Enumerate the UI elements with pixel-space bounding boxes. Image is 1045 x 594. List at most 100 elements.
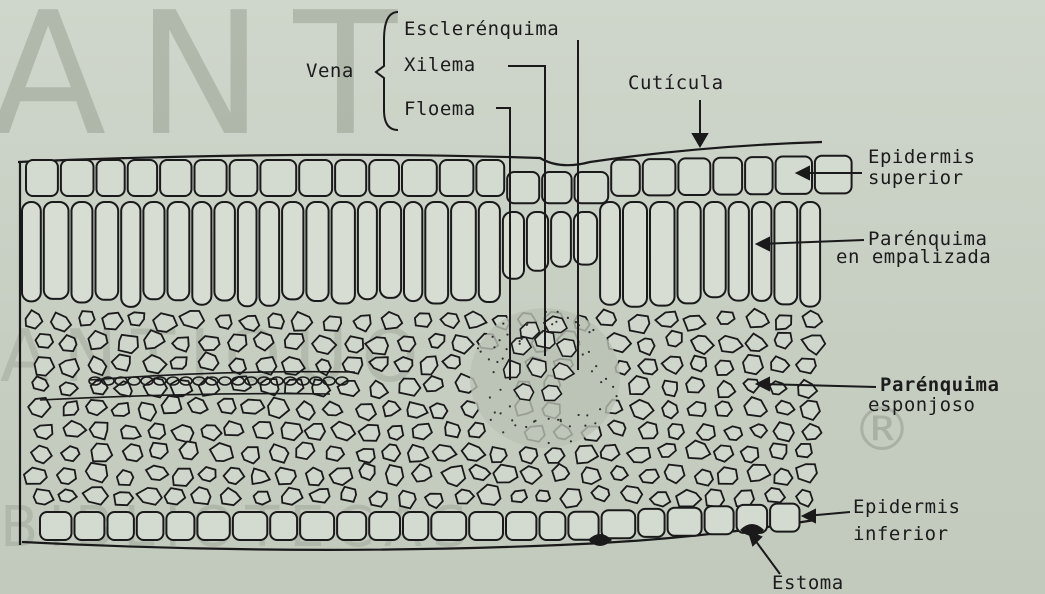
- epidermis-cell: [128, 160, 157, 196]
- spongy-layer: [24, 309, 825, 509]
- label-parenquima-empalizada-2: en empalizada: [836, 248, 991, 267]
- label-parenquima-esponjoso-2: esponjoso: [868, 396, 975, 415]
- spongy-cell: [268, 313, 284, 328]
- epidermis-cell: [402, 160, 437, 196]
- spongy-cell: [608, 421, 625, 436]
- spongy-cell: [28, 398, 50, 417]
- spongy-cell: [282, 488, 303, 505]
- spongy-cell: [34, 489, 54, 505]
- phloem-dot: [557, 311, 559, 313]
- lower-epidermis-cell: [233, 512, 267, 540]
- spongy-cell: [741, 447, 759, 463]
- phloem-dot: [548, 442, 550, 444]
- label-epidermis-superior-1: Epidermis: [868, 148, 975, 167]
- spongy-cell: [676, 490, 701, 507]
- palisade-cell: [678, 202, 701, 303]
- phloem-dot: [592, 329, 594, 331]
- spongy-cell: [421, 356, 438, 374]
- spongy-cell: [36, 334, 54, 348]
- label-cuticula: Cutícula: [628, 74, 724, 93]
- spongy-cell: [658, 444, 676, 457]
- spongy-cell: [469, 465, 490, 480]
- lower-epidermis-cell: [705, 506, 734, 534]
- spongy-cell: [369, 357, 388, 371]
- spongy-cell: [171, 357, 187, 369]
- spongy-cell: [798, 380, 817, 398]
- label-epidermis-superior-2: superior: [868, 169, 964, 188]
- phloem-dot: [500, 412, 502, 414]
- spongy-cell: [776, 401, 795, 415]
- spongy-cell: [415, 313, 432, 327]
- phloem-dot: [551, 323, 553, 325]
- spongy-cell: [382, 312, 403, 329]
- lower-epidermis-cell: [770, 504, 799, 532]
- spongy-cell: [429, 334, 445, 348]
- lateral-vein-cell: [128, 377, 140, 385]
- spongy-cell: [359, 463, 374, 480]
- spongy-cell: [119, 335, 138, 353]
- spongy-cell: [51, 313, 71, 332]
- spongy-cell: [591, 486, 609, 502]
- spongy-cell: [665, 465, 685, 484]
- spongy-cell: [691, 356, 707, 372]
- spongy-cell: [297, 401, 315, 420]
- upper-epidermis: [26, 156, 852, 204]
- spongy-cell: [216, 315, 232, 329]
- spongy-cell: [228, 334, 247, 351]
- phloem-dot: [492, 336, 494, 338]
- spongy-cell: [191, 487, 210, 504]
- phloem-dot: [578, 414, 580, 416]
- palisade-cell: [551, 212, 571, 267]
- epidermis-cell: [476, 160, 504, 196]
- spongy-cell: [399, 379, 420, 396]
- spongy-cell: [413, 424, 432, 440]
- spongy-cell: [596, 310, 616, 326]
- spongy-cell: [91, 444, 112, 462]
- spongy-cell: [324, 316, 342, 331]
- epidermis-cell: [97, 160, 125, 196]
- spongy-cell: [268, 398, 289, 419]
- spongy-cell: [239, 316, 259, 331]
- spongy-cell: [241, 400, 264, 414]
- epidermis-cell: [611, 160, 640, 196]
- lower-epidermis-cell: [300, 512, 334, 540]
- palisade-cell: [121, 202, 140, 307]
- spongy-cell: [493, 465, 517, 483]
- epidermis-cell: [195, 160, 227, 196]
- phloem-dot: [595, 365, 597, 367]
- phloem-dot: [526, 323, 528, 325]
- palisade-cell: [600, 202, 620, 305]
- spongy-cell: [179, 311, 204, 329]
- palisade-cell: [168, 202, 190, 300]
- phloem-dot: [502, 323, 504, 325]
- spongy-cell: [748, 465, 771, 482]
- epidermis-cell: [745, 157, 773, 194]
- palisade-cell: [192, 202, 211, 305]
- lower-epidermis-cell: [270, 512, 297, 540]
- spongy-cell: [88, 331, 107, 350]
- phloem-dot: [509, 405, 511, 407]
- lower-epidermis-cell: [137, 512, 164, 540]
- spongy-cell: [412, 464, 432, 481]
- palisade-cell: [623, 202, 647, 307]
- lower-epidermis-cell: [75, 512, 105, 540]
- phloem-dot: [548, 418, 550, 420]
- phloem-dot: [567, 317, 569, 319]
- spongy-cell: [640, 470, 660, 484]
- spongy-cell: [172, 337, 189, 351]
- spongy-cell: [59, 335, 76, 351]
- palisade-cell: [22, 202, 41, 301]
- spongy-cell: [650, 492, 670, 506]
- spongy-cell: [706, 489, 725, 507]
- spongy-cell: [382, 444, 400, 461]
- spongy-cell: [270, 444, 289, 463]
- spongy-cell: [173, 469, 193, 486]
- spongy-cell: [639, 422, 658, 438]
- spongy-cell: [477, 485, 500, 505]
- spongy-cell: [691, 336, 714, 355]
- spongy-cell: [802, 335, 826, 354]
- estoma-arrowhead: [749, 532, 761, 545]
- spongy-cell: [60, 382, 78, 395]
- epidermis-cell: [542, 172, 571, 203]
- label-epidermis-inferior-2: inferior: [853, 525, 949, 544]
